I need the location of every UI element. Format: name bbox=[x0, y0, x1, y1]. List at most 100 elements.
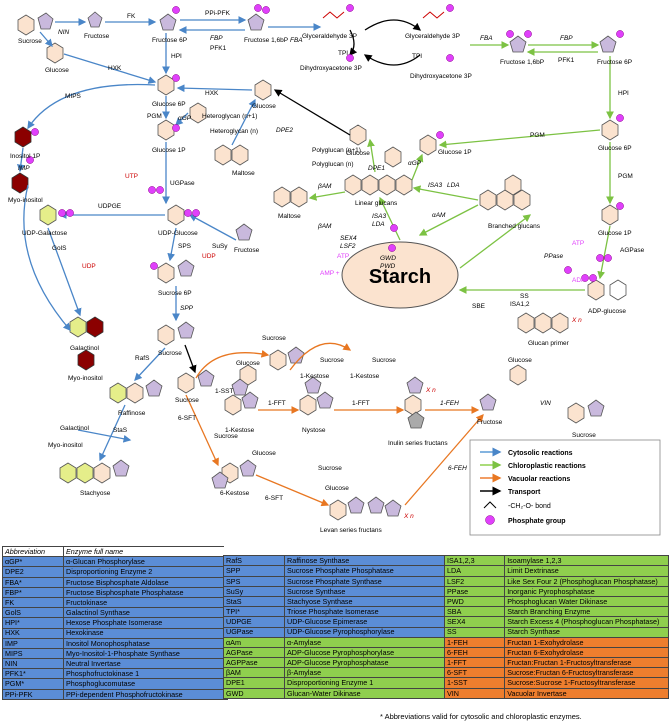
label-glucose1p-chl2: Glucose 1P bbox=[438, 149, 472, 156]
enzyme-name-cell: Limit Dextrinase bbox=[504, 565, 669, 577]
label-levan: Levan series fructans bbox=[320, 527, 383, 534]
label-heteroglycan-n: Heteroglycan (n) bbox=[210, 128, 258, 135]
vac-sucrose-ring-a bbox=[177, 372, 195, 394]
maltose-chl-ring-b bbox=[290, 186, 308, 208]
levan-ring-a bbox=[329, 499, 347, 521]
enzyme-name-cell: Neutral Invertase bbox=[63, 658, 228, 670]
enzyme-name-cell: Fructan 6-Exohydrolase bbox=[504, 646, 669, 659]
header-enzyme-name: Enzyme full name bbox=[63, 545, 228, 558]
arrow-rafs bbox=[134, 347, 166, 381]
label-gols: GolS bbox=[52, 245, 67, 252]
enzyme-name-cell: Fructan:Fructan 1-Fructosyltransferase bbox=[504, 657, 669, 669]
label-hpi: HPI bbox=[171, 53, 182, 60]
label-polyglucan-n1: Polyglucan (n+1) bbox=[312, 147, 361, 154]
label-raffinose: Raffinose bbox=[118, 410, 146, 417]
enzyme-name-cell: Galactinol Synthase bbox=[63, 607, 228, 619]
phosphate-marker bbox=[616, 114, 624, 122]
abbreviation-cell: LSF2 bbox=[443, 575, 506, 587]
arrow-hxk2 bbox=[176, 84, 253, 93]
sucrose-fructose-ring bbox=[37, 12, 54, 30]
label-glyceraldehyde3p-cyt: Glyceraldehyde 3P bbox=[302, 33, 357, 40]
enzyme-name-cell: UDP-Glucose Epimerase bbox=[284, 616, 449, 628]
phosphate-marker bbox=[172, 74, 180, 82]
label-6sft-a: 6-SFT bbox=[178, 415, 196, 422]
glucan-primer-ring-3 bbox=[551, 312, 569, 334]
arrow-6feh bbox=[404, 414, 484, 506]
label-ss: SS bbox=[520, 293, 529, 300]
abbreviation-cell: 6-SFT bbox=[443, 667, 506, 679]
enzyme-name-cell: Phosphoglucan Water Dikinase bbox=[504, 595, 669, 608]
linear-glucan-ring-1 bbox=[344, 174, 362, 196]
enzyme-name-cell: Myo-Inositol-1-Phosphate Synthase bbox=[63, 647, 228, 660]
label-isa3-b: ISA3 bbox=[372, 213, 386, 220]
table-spacer-row bbox=[444, 546, 669, 556]
nystose-ring-b bbox=[316, 391, 334, 409]
label-agpase: AGPase bbox=[620, 247, 645, 254]
linear-glucan-ring-4 bbox=[395, 174, 413, 196]
label-lda: LDA bbox=[447, 182, 460, 189]
label-branched-glucans: Branched glucans bbox=[488, 223, 541, 230]
label-hxk2: HXK bbox=[205, 90, 219, 97]
arrow-tpi-exchange bbox=[364, 19, 422, 31]
legend-bond-label: -CH₂-O- bond bbox=[508, 503, 551, 510]
label-adp: ADP bbox=[572, 277, 585, 284]
label-nin: NIN bbox=[58, 29, 70, 36]
label-sucrose-6sft-b: Sucrose bbox=[318, 465, 342, 472]
label-nystose: Nystose bbox=[302, 427, 326, 434]
enzyme-name-cell: UDP-Glucose Pyrophosphorylase bbox=[284, 626, 449, 638]
legend-vacuolar-label: Vacuolar reactions bbox=[508, 476, 570, 483]
fructose-ring-susy bbox=[235, 223, 253, 241]
label-1kestose-c: 1-Kestose bbox=[225, 427, 255, 434]
enzyme-name-cell: ADP-Glucose Pyrophosphorylase bbox=[284, 646, 449, 659]
arrow-pgm-chl2 bbox=[438, 129, 601, 149]
abbreviation-cell: αGP* bbox=[2, 556, 64, 568]
label-dihydroxyacetone3p-chl: Dihydroxyacetone 3P bbox=[410, 73, 472, 80]
label-6kestose: 6-Kestose bbox=[220, 490, 250, 497]
label-amp: AMP + bbox=[320, 270, 340, 277]
enzyme-name-cell: Stachyose Synthase bbox=[284, 595, 449, 608]
label-glucose6p: Glucose 6P bbox=[152, 101, 186, 108]
abbreviation-table-col1: Abbreviation Enzyme full name αGP*α-Gluc… bbox=[2, 545, 228, 700]
label-inositol1p: Inositol 1P bbox=[10, 153, 40, 160]
abbreviation-cell: PFK1* bbox=[2, 668, 64, 680]
label-isa12: ISA1,2 bbox=[510, 301, 530, 308]
label-lsf2: LSF2 bbox=[340, 243, 356, 250]
label-bam-2: βAM bbox=[317, 223, 332, 230]
nystose-ring-a bbox=[299, 394, 317, 416]
enzyme-name-cell: Fructose Bisphosphate Phosphatase bbox=[63, 586, 228, 598]
abbreviation-cell: FK bbox=[2, 596, 64, 609]
legend-phosphate-icon bbox=[485, 515, 495, 525]
stachyose-ring-d bbox=[112, 459, 130, 477]
label-gwd: GWD bbox=[380, 255, 396, 262]
label-glucose6p-chl: Glucose 6P bbox=[598, 145, 632, 152]
label-dpe1: DPE1 bbox=[368, 165, 385, 172]
label-xn-primer: X n bbox=[571, 317, 582, 324]
label-sucrose-6sft: Sucrose bbox=[214, 433, 238, 440]
arrow-susy bbox=[188, 214, 237, 241]
enzyme-name-cell: Sucrose Synthase bbox=[284, 585, 449, 597]
enzyme-name-cell: Starch Excess 4 (Phosphoglucan Phosphata… bbox=[504, 616, 669, 628]
arrow-transport-sucrose bbox=[184, 344, 197, 374]
linear-glucan-ring-2 bbox=[361, 174, 379, 196]
label-sex4: SEX4 bbox=[340, 235, 357, 242]
abbreviation-cell: AGPase bbox=[223, 646, 285, 659]
vac-sucrose-ring-b bbox=[197, 369, 215, 387]
abbreviation-cell: DPE2 bbox=[2, 566, 64, 578]
table-spacer-row bbox=[223, 546, 449, 556]
enzyme-name-cell: Starch Synthase bbox=[504, 626, 669, 638]
enzyme-name-cell: α-Amylase bbox=[284, 636, 449, 648]
abbreviation-cell: FBA* bbox=[2, 576, 64, 588]
label-1fft-b: 1-FFT bbox=[352, 400, 370, 407]
